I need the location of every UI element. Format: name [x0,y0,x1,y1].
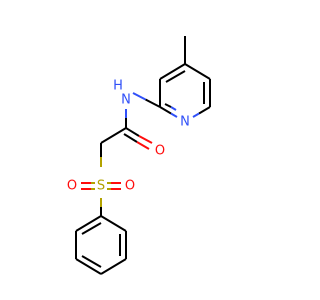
molecule-structure-diagram: H N N O S O O [67,36,211,275]
bond-carbonyl-ch2 [100,127,127,144]
bond-pyr-c4-c5 [184,63,211,80]
sulfonyl-o-left-label: O [67,179,77,194]
phenyl-ring [75,215,127,275]
bond-pyr-c5-c6-double [203,79,211,107]
bond-s-o-right-double [107,182,121,190]
bond-pyr-c6-n1 [192,106,211,118]
bond-c2-nh [132,92,161,108]
bond-ph-4-5-double [75,255,102,275]
sulfonyl-o-right-label: O [125,179,135,194]
bond-pyr-n1-c2-double [159,103,178,118]
pyridine-n-label: N [180,115,190,130]
bond-s-o-left-double [81,182,95,190]
bond-ph-1-2 [100,215,127,232]
amide-h-label: H [113,79,123,94]
bond-ph-6-1-double [75,215,102,235]
carbonyl-o-label: O [155,144,165,159]
bond-pyr-c3-c4-double [159,63,186,83]
bond-carbonyl-double [123,127,153,150]
bond-ph-2-3-double [119,231,127,259]
bond-ph-3-4 [100,258,127,275]
amide-n-label: N [121,93,131,108]
pyridine-ring [159,63,211,118]
sulfur-label: S [97,179,105,194]
